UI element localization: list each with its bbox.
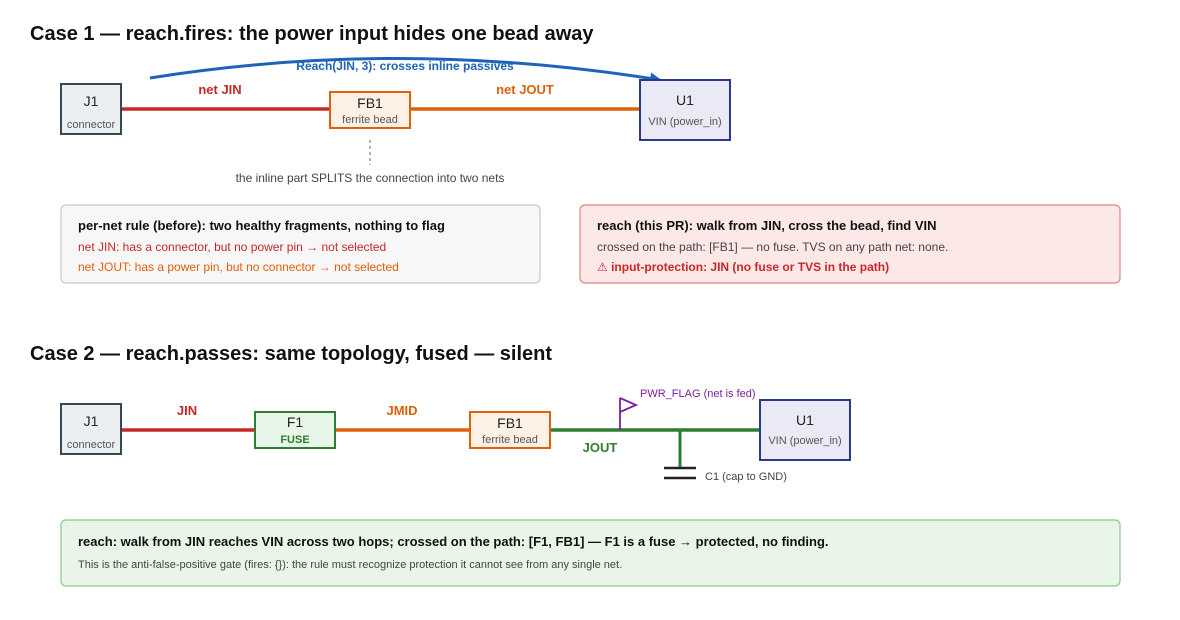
fb1-2-title: FB1 — [497, 415, 523, 431]
reach-arc-label: Reach(JIN, 3): crosses inline passives — [296, 59, 514, 73]
reach-panel-title: reach (this PR): walk from JIN, cross th… — [597, 218, 937, 233]
before-panel: per-net rule (before): two healthy fragm… — [60, 204, 541, 284]
pwr-flag-label: PWR_FLAG (net is fed) — [640, 388, 756, 400]
result-panel: reach: walk from JIN reaches VIN across … — [60, 519, 1121, 587]
net-label-jin-2: JIN — [177, 403, 197, 418]
fuse-f1: F1 FUSE — [254, 411, 336, 449]
ferrite-bead-fb1-2: FB1 ferrite bead — [469, 411, 551, 449]
ic-u1: U1 VIN (power_in) — [639, 79, 731, 141]
fb1-title: FB1 — [357, 95, 383, 111]
capacitor-c1-icon — [664, 430, 696, 480]
j1-2-title: J1 — [84, 413, 99, 429]
case1-heading: Case 1 — reach.fires: the power input hi… — [30, 23, 594, 45]
connector-j1-2: J1 connector — [60, 403, 122, 455]
u1-2-sub: VIN (power_in) — [768, 435, 841, 447]
j1-2-sub: connector — [67, 439, 116, 451]
net-label-jout: net JOUT — [496, 82, 554, 97]
c1-label: C1 (cap to GND) — [705, 471, 787, 483]
split-note: the inline part SPLITS the connection in… — [236, 171, 505, 185]
net-label-jout-2: JOUT — [583, 440, 618, 455]
before-panel-title: per-net rule (before): two healthy fragm… — [78, 218, 445, 233]
reach-panel-alert: ⚠ input-protection: JIN (no fuse or TVS … — [597, 260, 889, 274]
ferrite-bead-fb1: FB1 ferrite bead — [329, 91, 411, 129]
reach-panel-line1: crossed on the path: [FB1] — no fuse. TV… — [597, 240, 948, 254]
net-label-jin: net JIN — [198, 82, 241, 97]
case2-heading: Case 2 — reach.passes: same topology, fu… — [30, 343, 552, 365]
u1-title: U1 — [676, 92, 694, 108]
result-panel-line1: This is the anti-false-positive gate (fi… — [78, 559, 622, 571]
reach-panel: reach (this PR): walk from JIN, cross th… — [579, 204, 1121, 284]
u1-sub: VIN (power_in) — [648, 116, 721, 128]
connector-j1: J1 connector — [60, 83, 122, 135]
net-label-jmid: JMID — [386, 403, 417, 418]
j1-title: J1 — [84, 93, 99, 109]
u1-2-title: U1 — [796, 412, 814, 428]
before-panel-line1: net JIN: has a connector, but no power p… — [78, 240, 386, 254]
f1-sub: FUSE — [280, 434, 309, 446]
before-panel-line2: net JOUT: has a power pin, but no connec… — [78, 260, 399, 274]
fb1-sub: ferrite bead — [342, 114, 398, 126]
pwr-flag-icon — [619, 397, 639, 430]
f1-title: F1 — [287, 414, 304, 430]
result-panel-title: reach: walk from JIN reaches VIN across … — [78, 534, 829, 549]
ic-u1-2: U1 VIN (power_in) — [759, 399, 851, 461]
j1-sub: connector — [67, 119, 116, 131]
reach-arc — [149, 56, 662, 85]
fb1-2-sub: ferrite bead — [482, 434, 538, 446]
